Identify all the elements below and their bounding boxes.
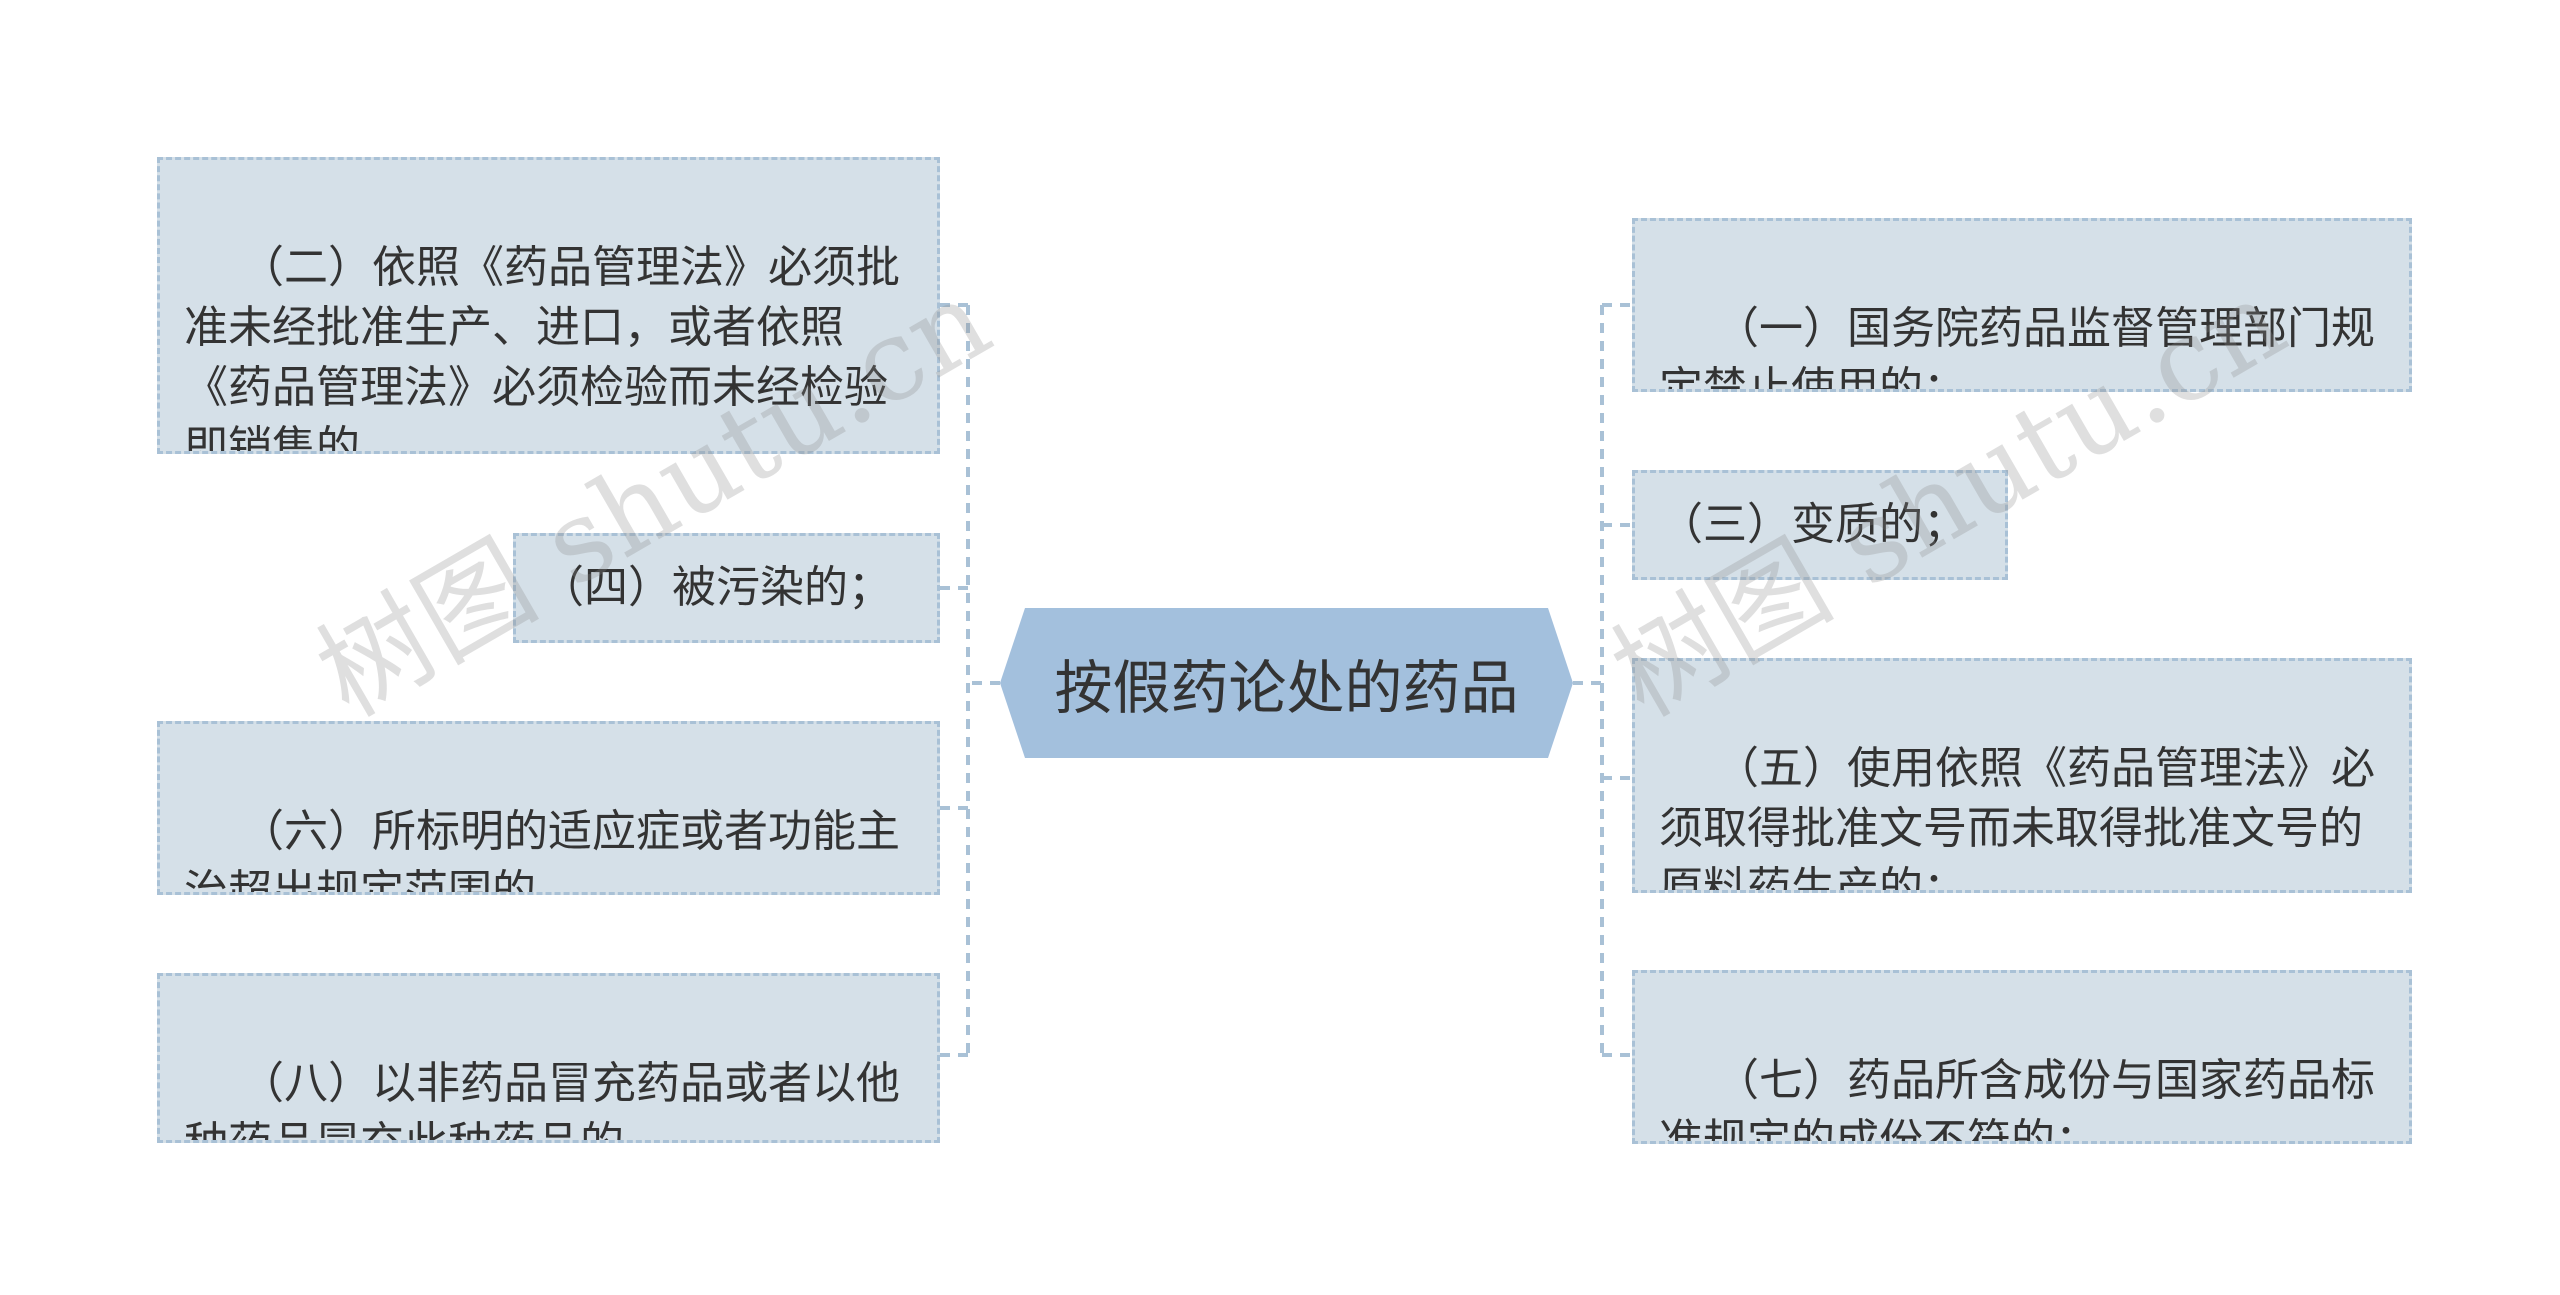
right-node-1[interactable]: （一）国务院药品监督管理部门规定禁止使用的；	[1632, 218, 2412, 392]
left-node-4[interactable]: （四）被污染的；	[513, 533, 940, 643]
right-node-3[interactable]: （三）变质的；	[1632, 470, 2008, 580]
right-trunk-line	[1573, 305, 1604, 1055]
left-node-6[interactable]: （六）所标明的适应症或者功能主治超出规定范围的。	[157, 721, 940, 895]
node-label: （七）药品所含成份与国家药品标准规定的成份不符的；	[1659, 1055, 2375, 1144]
node-label: （四）被污染的；	[540, 562, 892, 613]
right-node-7[interactable]: （七）药品所含成份与国家药品标准规定的成份不符的；	[1632, 970, 2412, 1144]
left-node-8[interactable]: （八）以非药品冒充药品或者以他种药品冒充此种药品的。	[157, 973, 940, 1143]
left-trunk-line	[966, 305, 1000, 1055]
right-node-5[interactable]: （五）使用依照《药品管理法》必须取得批准文号而未取得批准文号的原料药生产的；	[1632, 658, 2412, 893]
node-label: （一）国务院药品监督管理部门规定禁止使用的；	[1659, 303, 2375, 392]
node-label: （八）以非药品冒充药品或者以他种药品冒充此种药品的。	[184, 1058, 900, 1140]
node-label: （五）使用依照《药品管理法》必须取得批准文号而未取得批准文号的原料药生产的；	[1659, 743, 2375, 893]
root-topic[interactable]: 按假药论处的药品	[1000, 608, 1573, 758]
left-node-2[interactable]: （二）依照《药品管理法》必须批准未经批准生产、进口，或者依照《药品管理法》必须检…	[157, 157, 940, 454]
node-label: （三）变质的；	[1659, 499, 1967, 550]
node-label: （二）依照《药品管理法》必须批准未经批准生产、进口，或者依照《药品管理法》必须检…	[184, 242, 900, 454]
node-label: （六）所标明的适应症或者功能主治超出规定范围的。	[184, 806, 900, 895]
root-topic-label: 按假药论处的药品	[1054, 654, 1519, 722]
